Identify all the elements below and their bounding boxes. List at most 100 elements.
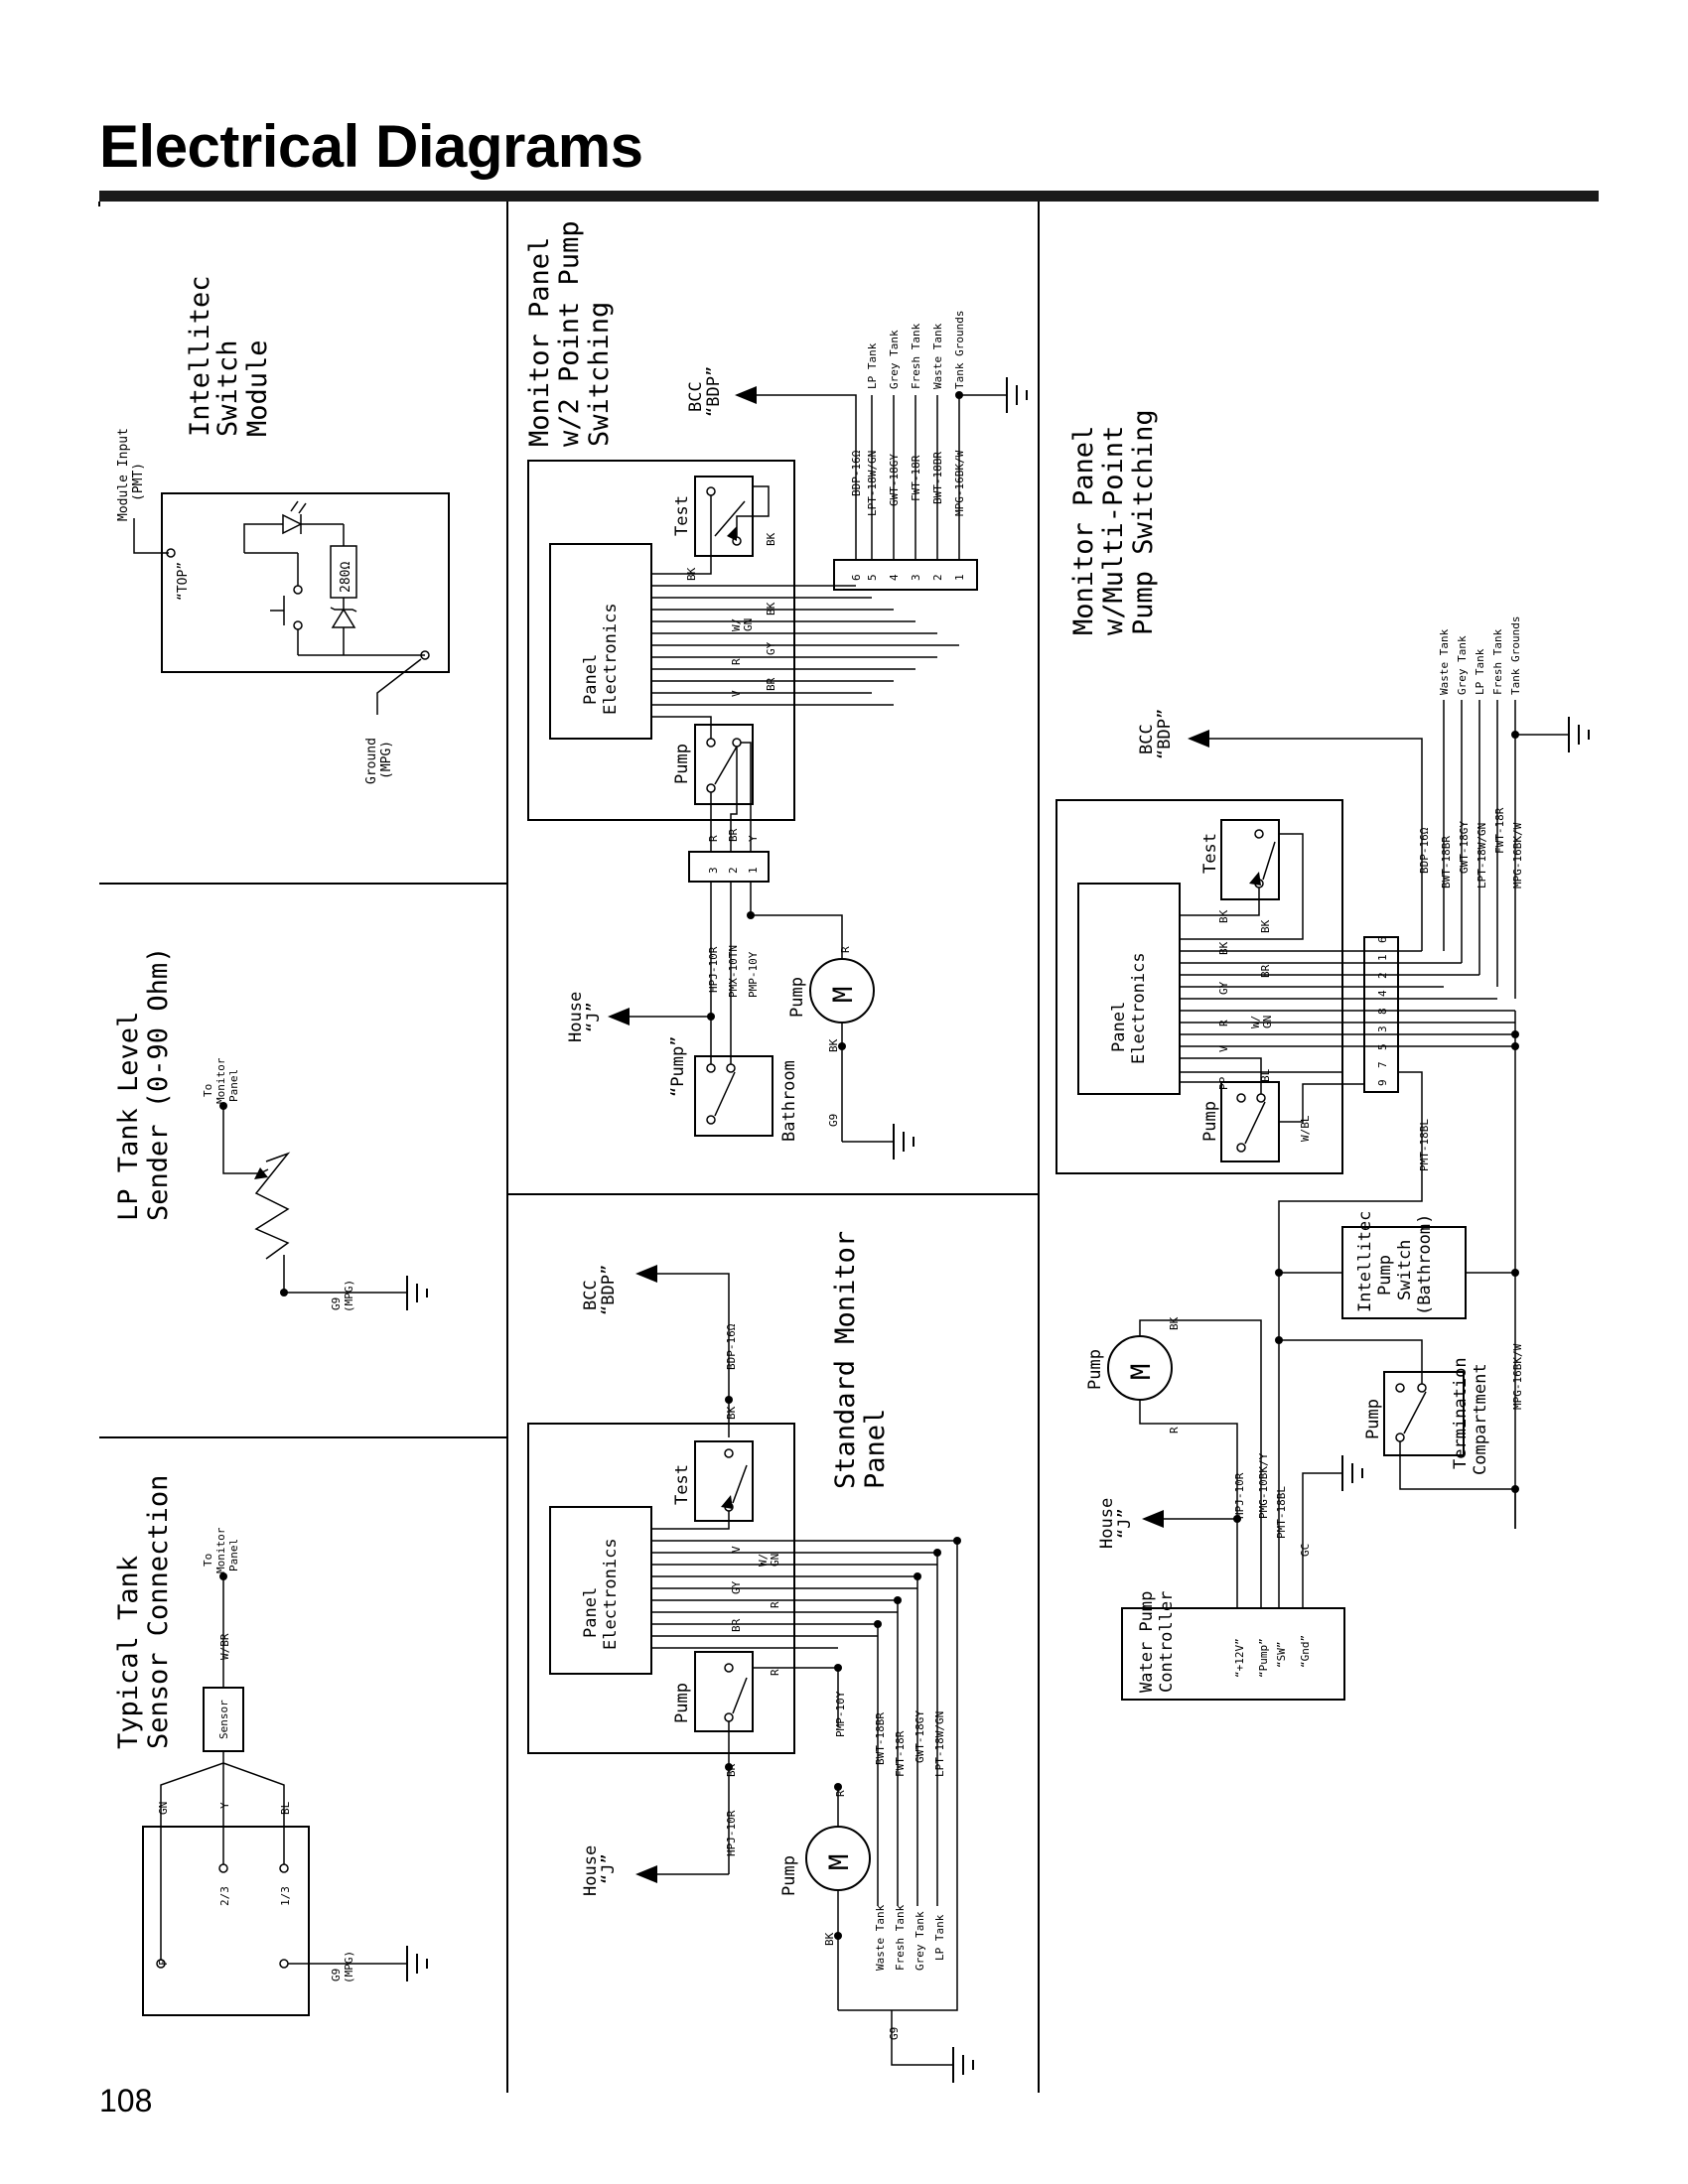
multi-title-1: Monitor Panel — [1068, 426, 1099, 635]
multi-motor-bk: BK — [1168, 1316, 1181, 1330]
multi-wire-pmg: PMG-10BK/Y — [1257, 1452, 1270, 1519]
multi-termination-2: Compartment — [1471, 1363, 1490, 1475]
resistor-value: 280Ω — [339, 562, 353, 593]
panel-2pt-pc-wire-r: R — [707, 835, 720, 842]
panel-2pt-pc-pin-2: 2 — [727, 867, 740, 874]
top-label: “TOP” — [176, 562, 191, 601]
switch-ground-label-1: Ground — [364, 738, 379, 784]
panel-2pt-house-2: “J” — [584, 1002, 604, 1032]
multi-intellitec-2: Pump — [1375, 1255, 1395, 1296]
tank-sensor-title-1: Typical Tank — [113, 1556, 144, 1749]
standard-motor-bk: BK — [823, 1932, 836, 1946]
sensor-lead-gn: GN — [157, 1802, 170, 1815]
multi-motor-pump-label: Pump — [1085, 1349, 1105, 1390]
panel-2pt-tank-fresh: Fresh Tank — [910, 323, 922, 389]
multi-controller-gnd: “Gnd” — [1299, 1635, 1312, 1668]
standard-tank-grey: Grey Tank — [914, 1911, 926, 1971]
panel-2pt-tank-lp: LP Tank — [866, 342, 879, 389]
module-input-label-2: (PMT) — [131, 463, 146, 501]
panel-2pt-bathroom-switch-box — [694, 1055, 774, 1137]
multi-pin-3: 3 — [1376, 1025, 1389, 1032]
multi-tank-grounds: Tank Grounds — [1509, 616, 1522, 695]
panel-2pt-wire-bdp: BDP-16Ω — [850, 450, 863, 496]
multi-tank-grey: Grey Tank — [1456, 635, 1469, 695]
panel-2pt-bathroom-label: Bathroom — [779, 1060, 799, 1142]
sensor-point-1-3: 1/3 — [279, 1886, 292, 1906]
standard-test-label: Test — [672, 1464, 692, 1505]
panel-2pt-pin-1: 1 — [953, 574, 966, 581]
section-dividers — [98, 202, 1040, 2093]
multi-test-label: Test — [1200, 833, 1220, 874]
standard-panel-title-1: Standard Monitor — [830, 1231, 861, 1489]
multi-test-switch-icon — [1262, 841, 1276, 881]
standard-pump-switch-icon — [732, 1677, 748, 1714]
standard-test-switch-icon — [732, 1464, 748, 1504]
multi-wire-mpg: MPG-16BK/W — [1511, 822, 1524, 888]
panel-2pt-wire-w: W/ — [730, 618, 743, 631]
lp-to-monitor-1: To — [202, 1084, 214, 1097]
bathroom-switch-icon — [714, 1071, 736, 1117]
switch-ground-label-2: (MPG) — [379, 741, 394, 779]
multi-panel-section: Monitor Panel w/Multi-Point Pump Switchi… — [1055, 409, 1590, 1701]
multi-controller-12v: “+12V” — [1233, 1638, 1246, 1678]
panel-2pt-wire-gwt: GWT-18GY — [888, 454, 901, 506]
standard-house-arrow-icon — [635, 1865, 657, 1883]
standard-test-box — [694, 1440, 754, 1522]
panel-2pt-wire-r: R — [730, 658, 743, 665]
panel-2pt-terminal-block — [833, 559, 978, 591]
switch-module-section: Intellitec Switch Module Module Input (P… — [116, 275, 450, 784]
tank-ground-label-2: (MPG) — [343, 1951, 355, 1983]
multi-wire-r: R — [1217, 1020, 1230, 1026]
multi-title-2: w/Multi-Point — [1098, 426, 1129, 635]
standard-electronics-1: Panel — [581, 1587, 601, 1638]
standard-wire-hpj: HPJ-10R — [725, 1810, 738, 1856]
multi-termination-switch-icon — [1403, 1391, 1427, 1434]
panel-2pt-motor-bk: BK — [827, 1038, 840, 1052]
standard-bcc-1: BCC — [581, 1280, 601, 1310]
multi-connector-pins: 9 — [1376, 1079, 1389, 1086]
multi-wire-pmt: PMT-18BL — [1418, 1119, 1431, 1171]
multi-intellitec-4: (Bathroom) — [1415, 1214, 1435, 1315]
lp-sender-section: LP Tank Level Sender (0-90 Ohm) To Monit… — [113, 947, 428, 1312]
multi-pin-5: 5 — [1376, 1043, 1389, 1050]
tank-to-monitor-3: Panel — [227, 1539, 240, 1571]
multi-wire-fwt: FWT-18R — [1493, 807, 1506, 854]
panel-2pt-wire-bk-3: BK — [765, 602, 777, 615]
multi-wire-gc: GC — [1299, 1544, 1312, 1557]
panel-2pt-bcc-2: “BDP” — [704, 366, 724, 417]
standard-house-2: “J” — [599, 1853, 619, 1884]
panel-2pt-electronics-2: Electronics — [601, 603, 621, 715]
bcc-arrow-icon — [735, 386, 757, 404]
panel-2pt-pc-pin-1: 1 — [747, 867, 760, 874]
sensor-lead-y: Y — [218, 1802, 231, 1809]
panel-2pt-pin-5: 5 — [866, 574, 879, 581]
panel-2pt-section: Monitor Panel w/2 Point Pump Switching B… — [524, 220, 1028, 1160]
switch-module-box — [161, 492, 450, 673]
multi-wire-gy: GY — [1217, 981, 1230, 995]
standard-pump-switch-box — [694, 1651, 754, 1732]
tank-box — [142, 1826, 310, 2016]
switch-module-title-3: Module — [242, 340, 273, 437]
multi-wire-bwt: BWT-18BR — [1440, 836, 1453, 888]
standard-tank-fresh: Fresh Tank — [894, 1904, 907, 1971]
standard-panel-title-2: Panel — [860, 1409, 891, 1489]
standard-pump-label: Pump — [672, 1683, 692, 1723]
panel-2pt-electronics-box — [549, 543, 652, 740]
multi-pump-switch-icon — [1244, 1101, 1266, 1145]
zener-diode-icon — [331, 608, 356, 628]
standard-bcc-2: “BDP” — [599, 1265, 619, 1315]
house-arrow-icon — [608, 1008, 630, 1025]
multi-wire-pp: PP — [1217, 1076, 1230, 1090]
panel-2pt-pin-2: 2 — [931, 574, 944, 581]
variable-resistor-icon — [254, 1152, 291, 1260]
multi-wire-bk-1: BK — [1217, 909, 1230, 923]
standard-electronics-2: Electronics — [601, 1538, 621, 1650]
standard-wire-fwt: FWT-18R — [894, 1730, 907, 1777]
panel-2pt-wire-bwt: BWT-18BR — [931, 452, 944, 504]
standard-wire-lpt: LPT-18W/GN — [933, 1711, 946, 1777]
multi-title-3: Pump Switching — [1128, 409, 1159, 635]
multi-controller-box — [1121, 1607, 1345, 1701]
multi-pump-switch-box — [1220, 1081, 1280, 1162]
lp-to-monitor-2: Monitor — [214, 1057, 227, 1104]
multi-bcc-arrow-icon — [1188, 730, 1209, 748]
